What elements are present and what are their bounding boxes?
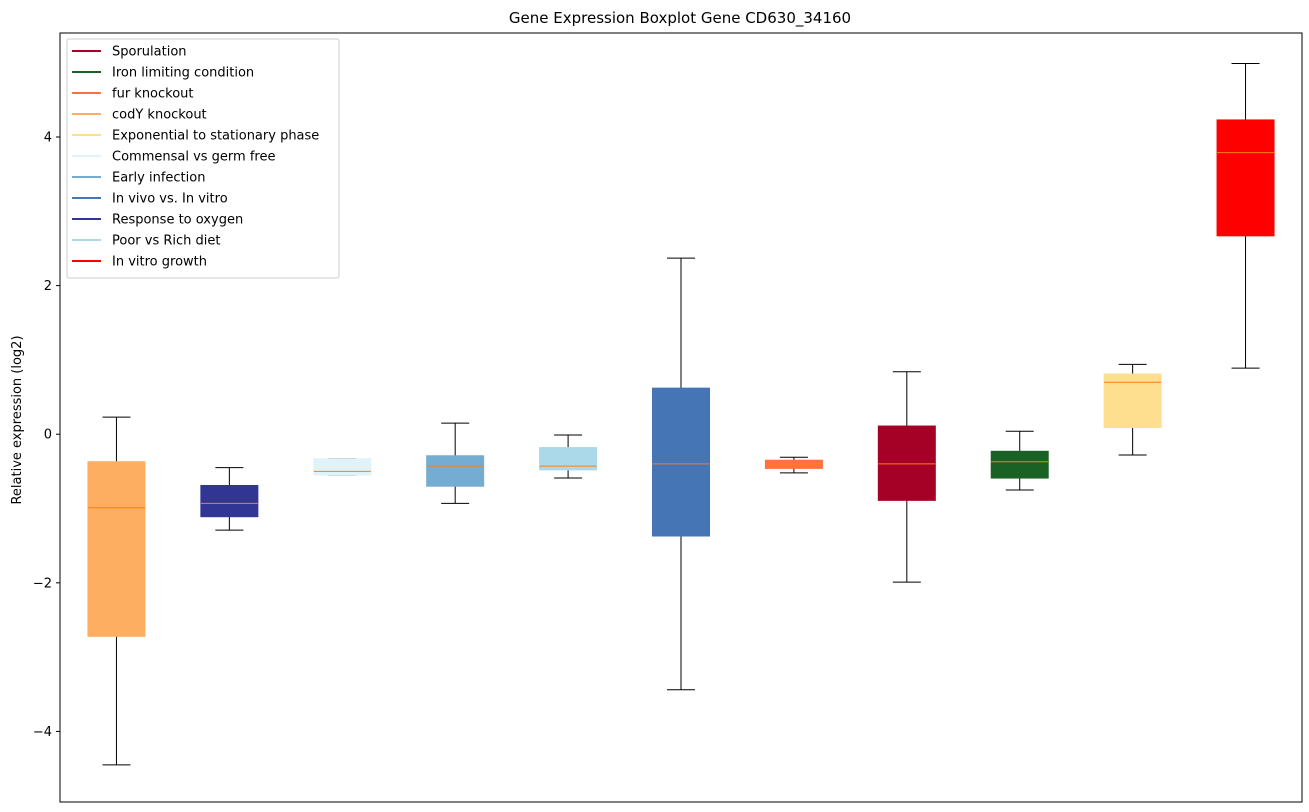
legend-label: Commensal vs germ free: [112, 150, 275, 165]
y-tick-label: −2: [33, 576, 52, 591]
axes-layer: −4 −2 0 2 4: [33, 32, 1303, 803]
box-group: [87, 416, 146, 766]
box-iqr: [87, 461, 146, 637]
boxes-layer: [87, 62, 1275, 766]
box-group: [877, 371, 936, 583]
legend-label: In vivo vs. In vitro: [112, 192, 228, 207]
y-tick-label: −4: [33, 725, 52, 740]
y-tick-label: 2: [44, 279, 52, 294]
legend-label: Early infection: [112, 171, 205, 186]
legend-frame: [66, 38, 340, 279]
y-tick-label: 4: [44, 131, 52, 146]
y-tick-label: 0: [44, 428, 52, 443]
box-group: [1103, 363, 1162, 456]
box-iqr: [1103, 373, 1162, 429]
legend-label: Poor vs Rich diet: [112, 234, 220, 249]
legend-label: Response to oxygen: [112, 213, 243, 228]
box-group: [539, 434, 598, 479]
legend-label: In vitro growth: [112, 255, 207, 270]
legend-label: Exponential to stationary phase: [112, 129, 319, 144]
legend-label: fur knockout: [112, 87, 194, 102]
box-group: [313, 458, 372, 476]
box-group: [200, 467, 259, 531]
box-group: [652, 257, 710, 691]
plot-frame: [59, 32, 1303, 803]
box-group: [1216, 62, 1275, 369]
box-iqr: [313, 458, 372, 476]
box-iqr: [877, 425, 936, 501]
box-iqr: [1216, 119, 1275, 237]
box-iqr: [200, 484, 259, 518]
legend-label: codY knockout: [112, 108, 207, 123]
box-iqr: [426, 455, 485, 487]
box-group: [426, 422, 485, 504]
chart-title: Gene Expression Boxplot Gene CD630_34160: [509, 9, 851, 28]
box-group: [764, 456, 823, 474]
box-iqr: [990, 450, 1049, 479]
box-iqr: [539, 447, 598, 471]
box-group: [990, 430, 1049, 491]
legend-label: Iron limiting condition: [112, 66, 254, 81]
box-iqr: [652, 387, 710, 537]
legend-label: Sporulation: [112, 45, 187, 60]
y-axis-label: Relative expression (log2): [10, 335, 25, 504]
